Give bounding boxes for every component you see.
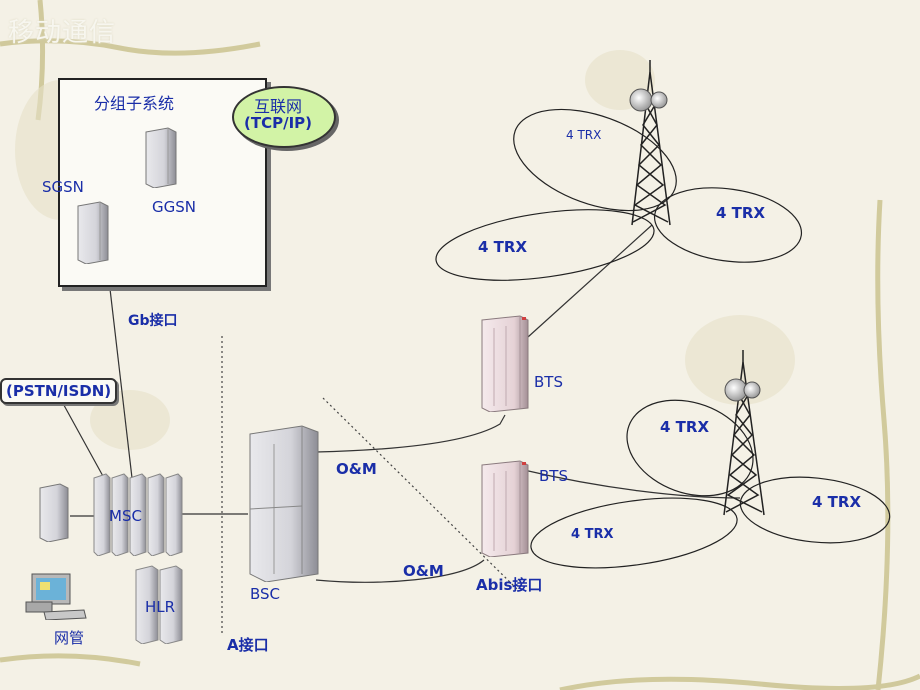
msc-label: MSC bbox=[109, 507, 142, 525]
internet-label: 互联网 bbox=[254, 97, 303, 116]
slide-title: 移动通信 bbox=[8, 18, 117, 48]
trx-lower-left-label: 4 TRX bbox=[571, 527, 614, 542]
abis-interface-divider bbox=[322, 397, 519, 591]
trx-lower-right-label: 4 TRX bbox=[812, 493, 862, 511]
hlr-label: HLR bbox=[145, 598, 176, 616]
packet-subsystem-title: 分组子系统 bbox=[94, 94, 175, 113]
upper-petal-top bbox=[513, 108, 677, 212]
lower-petal-right bbox=[739, 476, 891, 544]
upper-antenna-dish-2 bbox=[650, 91, 668, 109]
lower-cell-coverage bbox=[530, 399, 891, 569]
lower-petal-left bbox=[530, 497, 738, 569]
ggsn-server-icon bbox=[145, 127, 177, 188]
bts-lower-cabinet-icon bbox=[481, 460, 529, 557]
nms-label: 网管 bbox=[54, 629, 85, 647]
om-upper-label: O&M bbox=[336, 460, 377, 478]
pstn-isdn-box: (PSTN/ISDN) bbox=[0, 378, 118, 404]
bts-upper-label: BTS bbox=[534, 373, 563, 391]
trx-upper-left-label: 4 TRX bbox=[478, 238, 528, 256]
sgsn-label: SGSN bbox=[42, 178, 84, 196]
upper-petal-left bbox=[435, 209, 655, 281]
bsc-label: BSC bbox=[250, 585, 281, 603]
msc-server-icon bbox=[93, 473, 183, 556]
lower-antenna-tower bbox=[723, 350, 765, 516]
upper-antenna-dish bbox=[629, 88, 653, 112]
abis-interface-label: Abis接口 bbox=[476, 576, 543, 594]
bsc-cabinet-icon bbox=[249, 425, 319, 582]
sgsn-server-icon bbox=[77, 201, 109, 264]
a-interface-label: A接口 bbox=[227, 636, 269, 654]
trx-upper-top-label: 4 TRX bbox=[566, 128, 602, 142]
internet-cloud bbox=[232, 86, 336, 148]
computer-terminal-icon bbox=[25, 573, 87, 620]
hlr-server-icon bbox=[135, 565, 183, 644]
bts-upper-cabinet-icon bbox=[481, 315, 529, 412]
trx-lower-top-label: 4 TRX bbox=[660, 418, 710, 436]
om-lower-label: O&M bbox=[403, 562, 444, 580]
ggsn-label: GGSN bbox=[152, 198, 196, 216]
upper-cell-coverage bbox=[435, 108, 803, 281]
internet-protocol-label: (TCP/IP) bbox=[244, 114, 312, 132]
trx-upper-right-label: 4 TRX bbox=[716, 204, 766, 222]
gb-interface-label: Gb接口 bbox=[128, 313, 178, 329]
nms-server-icon bbox=[39, 483, 69, 542]
lower-antenna-dish-2 bbox=[743, 381, 761, 399]
bts-lower-label: BTS bbox=[539, 467, 568, 485]
